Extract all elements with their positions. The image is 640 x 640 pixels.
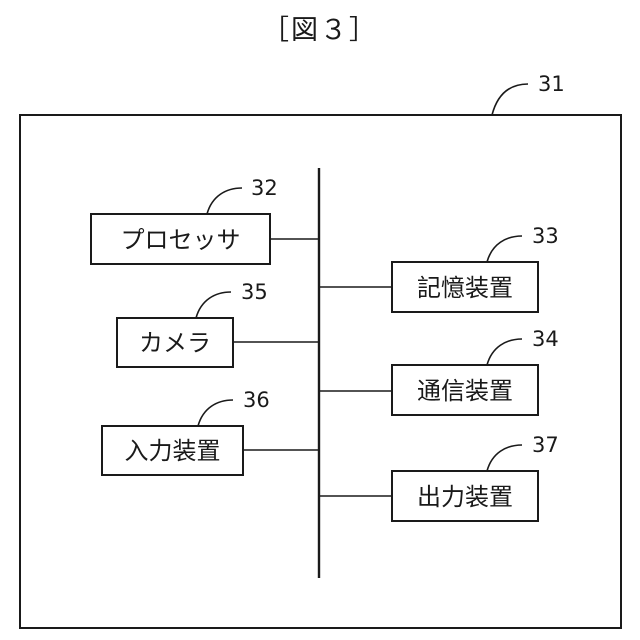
component-input: 入力装置 36 [102,388,270,475]
leader-output [487,445,522,471]
label-input: 入力装置 [125,437,221,465]
ref-processor: 32 [251,176,278,200]
component-storage: 記憶装置 33 [392,224,559,312]
label-camera: カメラ [139,329,211,357]
ref-communication: 34 [532,327,559,351]
label-communication: 通信装置 [417,377,513,405]
device-ref-number: 31 [538,72,565,96]
leader-camera [196,292,231,318]
leader-input [198,400,233,426]
ref-storage: 33 [532,224,559,248]
label-processor: プロセッサ [121,226,241,254]
component-processor: プロセッサ 32 [91,176,278,264]
ref-camera: 35 [241,280,268,304]
label-storage: 記憶装置 [417,274,513,302]
device-ref-leader [492,84,528,115]
ref-output: 37 [532,433,559,457]
leader-communication [487,339,522,365]
leader-processor [207,188,242,214]
label-output: 出力装置 [417,483,513,511]
component-output: 出力装置 37 [392,433,559,521]
component-camera: カメラ 35 [117,280,268,367]
leader-storage [487,236,522,262]
component-communication: 通信装置 34 [392,327,559,415]
ref-input: 36 [243,388,270,412]
